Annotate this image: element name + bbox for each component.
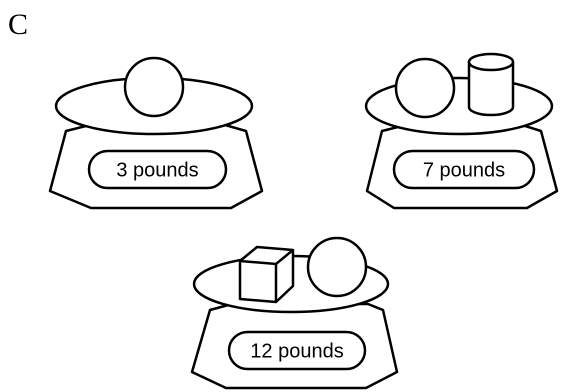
sphere-icon bbox=[306, 236, 368, 298]
scale-1: 3 pounds bbox=[48, 56, 264, 210]
cube-icon bbox=[238, 245, 295, 304]
scale-3: 12 pounds bbox=[190, 236, 399, 390]
cylinder-icon bbox=[467, 52, 515, 117]
scale-pan bbox=[364, 76, 554, 136]
sphere-icon bbox=[123, 56, 185, 118]
sphere-icon bbox=[394, 57, 456, 119]
scale-2: 7 pounds bbox=[364, 52, 559, 210]
weight-badge bbox=[392, 149, 536, 190]
weight-label: 3 pounds bbox=[116, 160, 198, 182]
weight-badge bbox=[227, 330, 367, 371]
weight-label: 12 pounds bbox=[250, 341, 343, 363]
weight-label: 7 pounds bbox=[423, 160, 505, 182]
figure-label: C bbox=[8, 8, 28, 41]
weight-badge bbox=[87, 149, 228, 190]
